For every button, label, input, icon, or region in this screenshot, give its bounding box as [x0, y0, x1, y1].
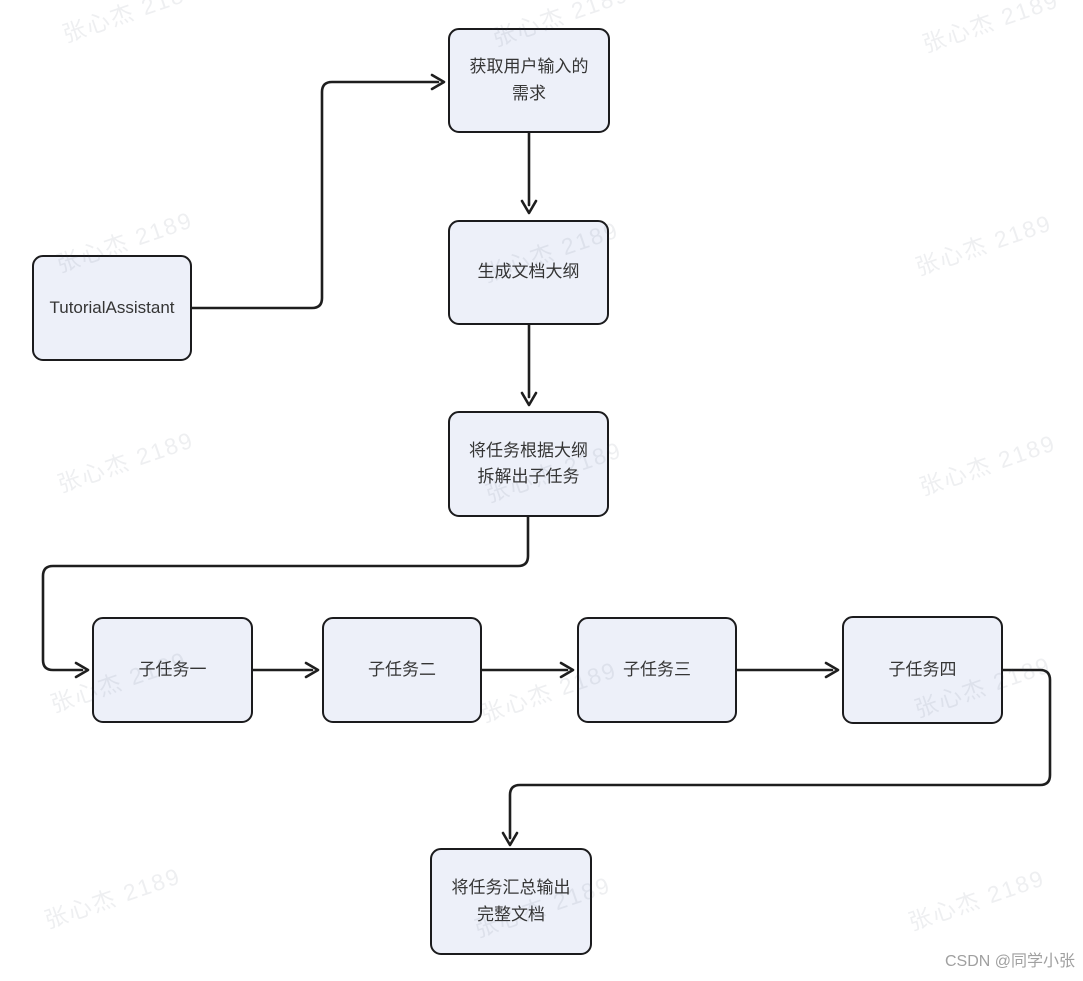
edge-gen-outline-to-split-tasks — [520, 323, 538, 407]
arrowhead-down-icon — [520, 391, 538, 407]
edge-subtask-2-to-subtask-3 — [480, 661, 575, 679]
credit-text: CSDN @同学小张 — [944, 953, 1075, 970]
edge-subtask-1-to-subtask-2 — [251, 661, 320, 679]
arrowhead-right-icon — [304, 661, 320, 679]
node-tutorial-assistant: TutorialAssistant — [32, 255, 192, 361]
edge-subtask-3-to-subtask-4 — [735, 661, 840, 679]
arrowhead-down-icon — [501, 831, 519, 847]
node-subtask-2: 子任务二 — [322, 617, 482, 723]
node-label: 子任务一 — [138, 659, 207, 679]
node-label: 将任务根据大纲拆解出子任务 — [469, 440, 588, 486]
edge-subtask-4-to-output-doc — [501, 668, 1052, 847]
edge-tutorial-assistant-to-get-input — [190, 73, 446, 310]
edge-split-tasks-to-subtask-1 — [41, 515, 530, 679]
node-output-doc: 将任务汇总输出完整文档 — [430, 848, 592, 955]
edge-get-input-to-gen-outline — [520, 131, 538, 215]
arrowhead-right-icon — [74, 661, 90, 679]
node-label: 生成文档大纲 — [477, 262, 580, 282]
node-label: 将任务汇总输出完整文档 — [451, 878, 571, 924]
node-label: TutorialAssistant — [49, 297, 175, 317]
node-label: 获取用户输入的需求 — [469, 57, 589, 103]
node-label: 子任务二 — [368, 659, 436, 679]
arrowhead-down-icon — [520, 199, 538, 215]
arrowhead-right-icon — [430, 73, 446, 91]
node-gen-outline: 生成文档大纲 — [448, 220, 609, 325]
node-split-tasks: 将任务根据大纲拆解出子任务 — [448, 411, 609, 517]
node-subtask-1: 子任务一 — [92, 617, 253, 723]
node-label: 子任务三 — [623, 659, 691, 679]
arrowhead-right-icon — [824, 661, 840, 679]
node-get-input: 获取用户输入的需求 — [448, 28, 610, 133]
node-label: 子任务四 — [888, 659, 957, 679]
node-subtask-4: 子任务四 — [842, 616, 1003, 724]
arrowhead-right-icon — [559, 661, 575, 679]
node-subtask-3: 子任务三 — [577, 617, 737, 723]
